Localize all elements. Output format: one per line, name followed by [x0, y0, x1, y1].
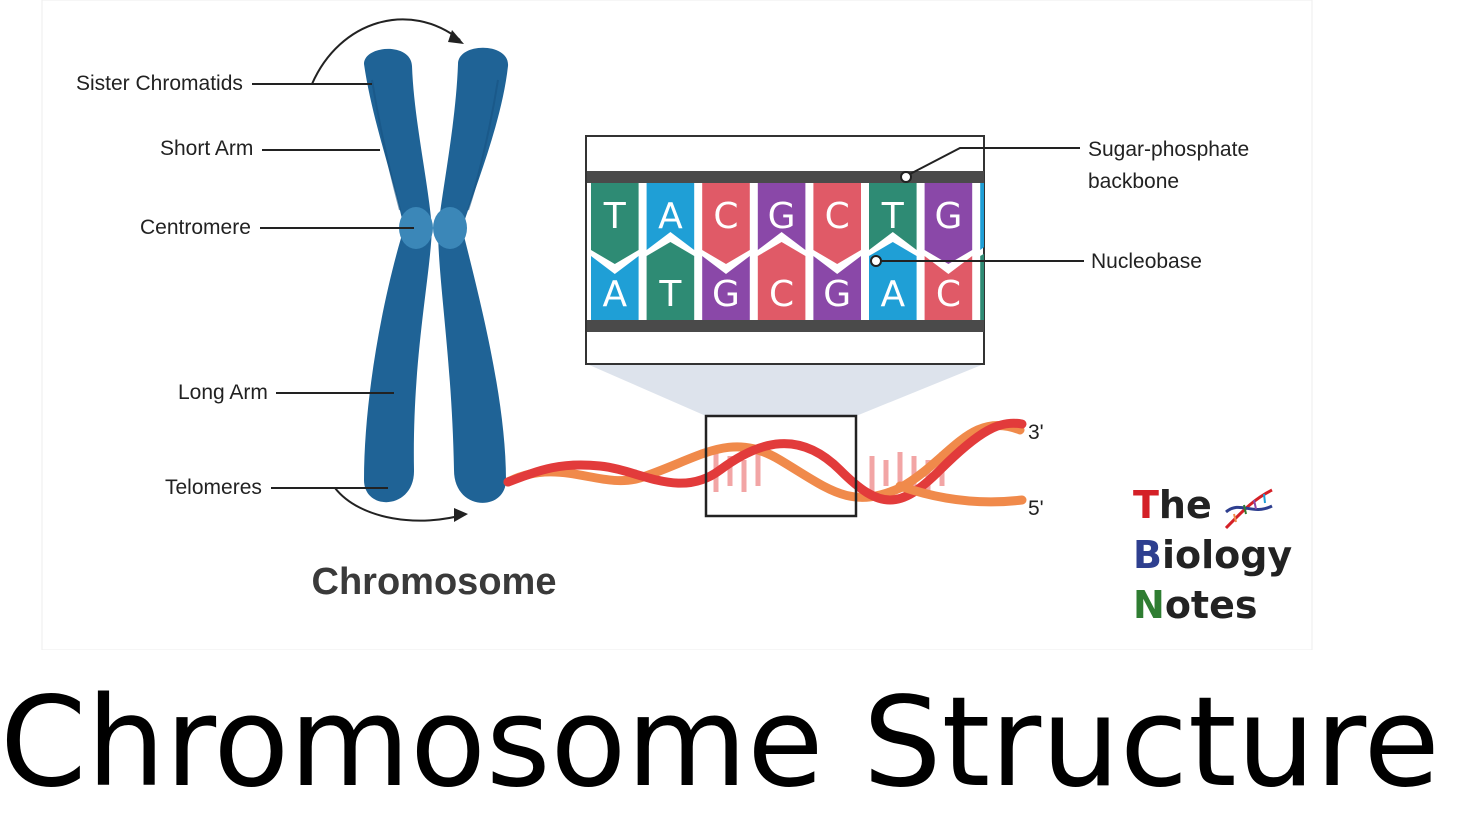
nucleobase-top-letter: G	[768, 196, 796, 237]
nucleobase-bottom-C	[757, 242, 806, 320]
brand-n: N	[1133, 583, 1165, 627]
backbone-top	[587, 171, 984, 183]
nucleobase-top-T	[869, 183, 917, 250]
nucleobase-top-letter: C	[713, 196, 738, 237]
label-telomeres: Telomeres	[165, 476, 262, 499]
helix-strand-front	[503, 418, 1027, 505]
brand-he: he	[1159, 483, 1212, 527]
nucleobase-top-A	[646, 183, 695, 250]
label-centromere: Centromere	[140, 216, 251, 239]
nucleobase-top-letter: T	[881, 196, 905, 237]
brand-logo: The Biology Notes	[1133, 483, 1292, 627]
nucleobase-bottom-G	[702, 256, 750, 320]
brand-otes: otes	[1165, 583, 1258, 627]
nucleobase-bottom-letter: C	[769, 274, 794, 315]
nucleobase-bottom-T	[980, 253, 984, 320]
chromosome-diagram: Sister Chromatids Short Arm Centromere L…	[41, 0, 1313, 650]
zoom-projection	[587, 364, 984, 416]
label-nucleobase: Nucleobase	[1091, 250, 1202, 273]
nucleobase-top-letter: C	[825, 196, 850, 237]
dna-inset: TAATCGGCCGTAGCAT	[585, 135, 985, 365]
nucleobase-bottom-letter: T	[658, 274, 682, 315]
nucleobase-bottom-letter: A	[602, 274, 627, 315]
chromosome-title: Chromosome	[312, 561, 557, 603]
right-chromatid	[438, 47, 509, 503]
nucleobase-bottom-C	[924, 256, 973, 320]
svg-text:Notes: Notes	[1133, 583, 1257, 627]
zoom-box	[704, 414, 858, 518]
backbone-bottom	[587, 320, 984, 332]
nucleobase-bottom-T	[646, 242, 695, 320]
left-chromatid	[364, 48, 432, 503]
nucleobase-bottom-letter: G	[712, 274, 740, 315]
dna-helix	[503, 414, 1027, 518]
brand-iology: iology	[1162, 533, 1292, 577]
nucleobase-bottom-letter: A	[880, 274, 905, 315]
nucleobase-top-letter: G	[934, 196, 962, 237]
nucleobase-top-letter: T	[603, 196, 627, 237]
brand-t: T	[1133, 483, 1159, 527]
nucleobase-bottom-letter: G	[823, 274, 851, 315]
nucleobase-top-C	[702, 183, 750, 264]
bottom-curved-arrow	[334, 487, 468, 522]
helix-strand-back	[503, 420, 1025, 502]
nucleobase-bottom-letter: C	[936, 274, 961, 315]
label-short-arm: Short Arm	[160, 137, 253, 160]
nucleobase-top-T	[591, 183, 639, 264]
label-backbone: backbone	[1088, 170, 1179, 193]
brand-b: B	[1133, 533, 1162, 577]
nucleobase-top-letter: A	[658, 196, 683, 237]
label-sister-chromatids: Sister Chromatids	[76, 72, 243, 95]
nucleobase-top-G	[757, 183, 806, 250]
svg-text:The: The	[1133, 483, 1212, 527]
page-caption: Chromosome Structure	[0, 671, 1440, 815]
svg-text:Biology: Biology	[1133, 533, 1292, 577]
nucleobase-top-G	[924, 183, 973, 264]
label-long-arm: Long Arm	[178, 381, 268, 404]
nucleobase-bottom-G	[813, 256, 861, 320]
nucleobase-bottom-A	[591, 256, 639, 320]
chromosome	[364, 47, 509, 503]
dna-icon	[1224, 488, 1273, 530]
nucleobase-top-C	[813, 183, 861, 264]
centromere-right	[433, 207, 467, 249]
label-sugar-phosphate: Sugar-phosphate	[1088, 138, 1249, 161]
nucleobase-top-A	[980, 183, 984, 250]
top-curved-arrow	[311, 18, 464, 85]
label-3-prime: 3'	[1028, 421, 1044, 444]
label-5-prime: 5'	[1028, 497, 1044, 520]
centromere-left	[399, 207, 433, 249]
